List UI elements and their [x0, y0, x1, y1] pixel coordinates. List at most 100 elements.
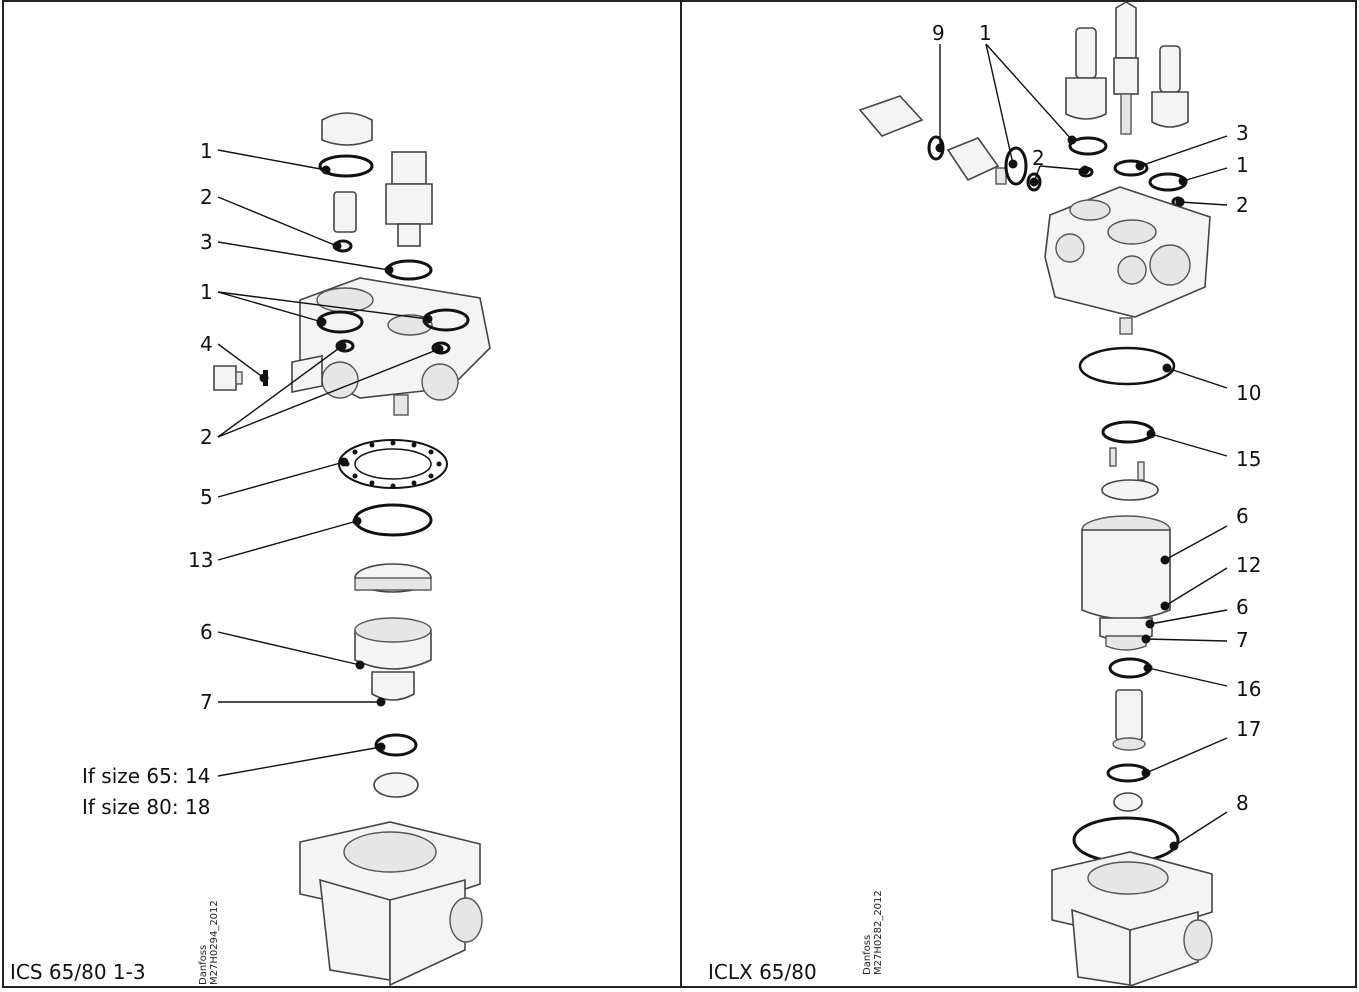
- ring-1-side: [1004, 146, 1028, 186]
- valve-body-port: [1183, 919, 1213, 961]
- insert-c-hex: [1151, 91, 1189, 128]
- left-stamp-line2: M27H0294_2012: [209, 900, 220, 985]
- pin-a: [1109, 447, 1117, 467]
- pin-b: [1137, 461, 1145, 481]
- top-cover-boss: [1149, 244, 1191, 286]
- left-callout-3: 3: [200, 230, 213, 254]
- o-ring-3a: [385, 259, 433, 281]
- gasket-5-holes: [344, 440, 442, 489]
- right-callout-12: 12: [1236, 553, 1261, 577]
- left-panel: [2, 0, 682, 988]
- left-callout-13: 13: [188, 548, 213, 572]
- piston-part-7: [1105, 635, 1147, 651]
- right-callout-1a: 1: [979, 21, 992, 45]
- right-callout-3: 3: [1236, 121, 1249, 145]
- right-panel: [680, 0, 1357, 988]
- piston-6-top: [354, 617, 432, 643]
- side-plug: [213, 365, 237, 391]
- right-stamp-line1: Danfoss: [862, 935, 873, 975]
- left-callout-6: 6: [200, 620, 213, 644]
- cover-boss-a: [321, 361, 359, 399]
- seat-disc: [373, 772, 419, 798]
- stem-part: [1115, 689, 1143, 741]
- right-callout-6a: 6: [1236, 504, 1249, 528]
- left-callout-4: 4: [200, 332, 213, 356]
- right-callout-15: 15: [1236, 447, 1261, 471]
- top-cover-stub: [1119, 317, 1133, 335]
- right-callout-9: 9: [932, 21, 945, 45]
- o-ring-13: [353, 503, 433, 537]
- insert-b-stem: [1120, 93, 1132, 135]
- cover-stub: [393, 394, 409, 416]
- valve-body-side-b: [389, 878, 466, 987]
- right-callout-2a: 2: [1032, 146, 1045, 170]
- top-cover-bolt-a: [1055, 233, 1085, 263]
- left-callout-2a: 2: [200, 185, 213, 209]
- ring-14: [374, 733, 418, 757]
- right-leaders: [935, 43, 1228, 851]
- valve-body-bore: [1087, 861, 1169, 895]
- side-adapter: [946, 137, 1000, 182]
- top-cover-port-a: [1069, 199, 1111, 221]
- part-7: [371, 671, 415, 701]
- top-cover-port-b: [1107, 219, 1157, 245]
- right-callout-2b: 2: [1236, 193, 1249, 217]
- side-connector: [858, 95, 924, 137]
- left-callouts: 1 2 3 1 4 2 5 13 6 7 If size 65: 14 If s…: [82, 139, 213, 819]
- left-callout-5: 5: [200, 485, 213, 509]
- right-parts: [858, 1, 1213, 988]
- cover-boss-b: [421, 363, 459, 401]
- left-callout-1b: 1: [200, 280, 213, 304]
- right-callout-17: 17: [1236, 717, 1261, 741]
- right-callout-7: 7: [1236, 628, 1249, 652]
- right-callout-10: 10: [1236, 381, 1261, 405]
- insert-b-top: [1115, 1, 1137, 59]
- left-stamp: Danfoss M27H0294_2012: [198, 900, 220, 985]
- top-cover-bolt-b: [1117, 255, 1147, 285]
- side-port-flange: [291, 355, 323, 393]
- cap-part: [321, 112, 373, 146]
- left-callout-7: 7: [200, 690, 213, 714]
- pin-disc: [1101, 479, 1159, 501]
- ring-2-side: [1026, 172, 1042, 192]
- insert-c-stem: [1159, 45, 1181, 93]
- o-ring-1a: [318, 154, 374, 178]
- left-caption: ICS 65/80 1-3: [10, 960, 146, 984]
- gasket-5-inner: [354, 448, 432, 480]
- left-callout-size80: If size 80: 18: [82, 795, 210, 819]
- piston-body: [1081, 529, 1171, 620]
- left-callout-size65: If size 65: 14: [82, 764, 210, 788]
- insert-stem: [397, 223, 421, 247]
- spindle-part: [333, 191, 357, 233]
- insert-b-body: [1113, 57, 1139, 95]
- right-callout-6b: 6: [1236, 595, 1249, 619]
- right-callout-16: 16: [1236, 677, 1261, 701]
- valve-body-side-b: [1129, 910, 1199, 988]
- left-leaders: [217, 149, 444, 777]
- left-stamp-line1: Danfoss: [198, 945, 209, 985]
- ring-15: [1101, 420, 1155, 444]
- stem-base: [1112, 737, 1146, 751]
- right-callout-8: 8: [1236, 791, 1249, 815]
- right-callouts: 9 1 3 1 2 2 10 15 6 12 6 7 16 17 8: [932, 21, 1261, 815]
- insert-a-stem: [1075, 27, 1097, 79]
- left-callout-2b: 2: [200, 425, 213, 449]
- seat-part: [1113, 792, 1143, 812]
- side-plug-neck: [235, 371, 243, 385]
- valve-body-bore: [343, 831, 437, 873]
- ring-3: [1113, 159, 1149, 177]
- ring-10: [1078, 346, 1176, 386]
- ring-1-top: [1068, 136, 1108, 156]
- right-stamp: Danfoss M27H0282_2012: [862, 890, 884, 975]
- insert-a-hex: [1065, 77, 1107, 120]
- right-callout-1b: 1: [1236, 153, 1249, 177]
- right-caption: ICLX 65/80: [708, 960, 817, 984]
- cover-port-b: [387, 314, 433, 336]
- side-adapter-neck: [995, 167, 1007, 185]
- disc-edge: [354, 577, 432, 591]
- insert-top: [391, 151, 427, 185]
- insert-hex: [385, 183, 433, 225]
- left-callout-1a: 1: [200, 139, 213, 163]
- valve-body-port: [449, 897, 483, 943]
